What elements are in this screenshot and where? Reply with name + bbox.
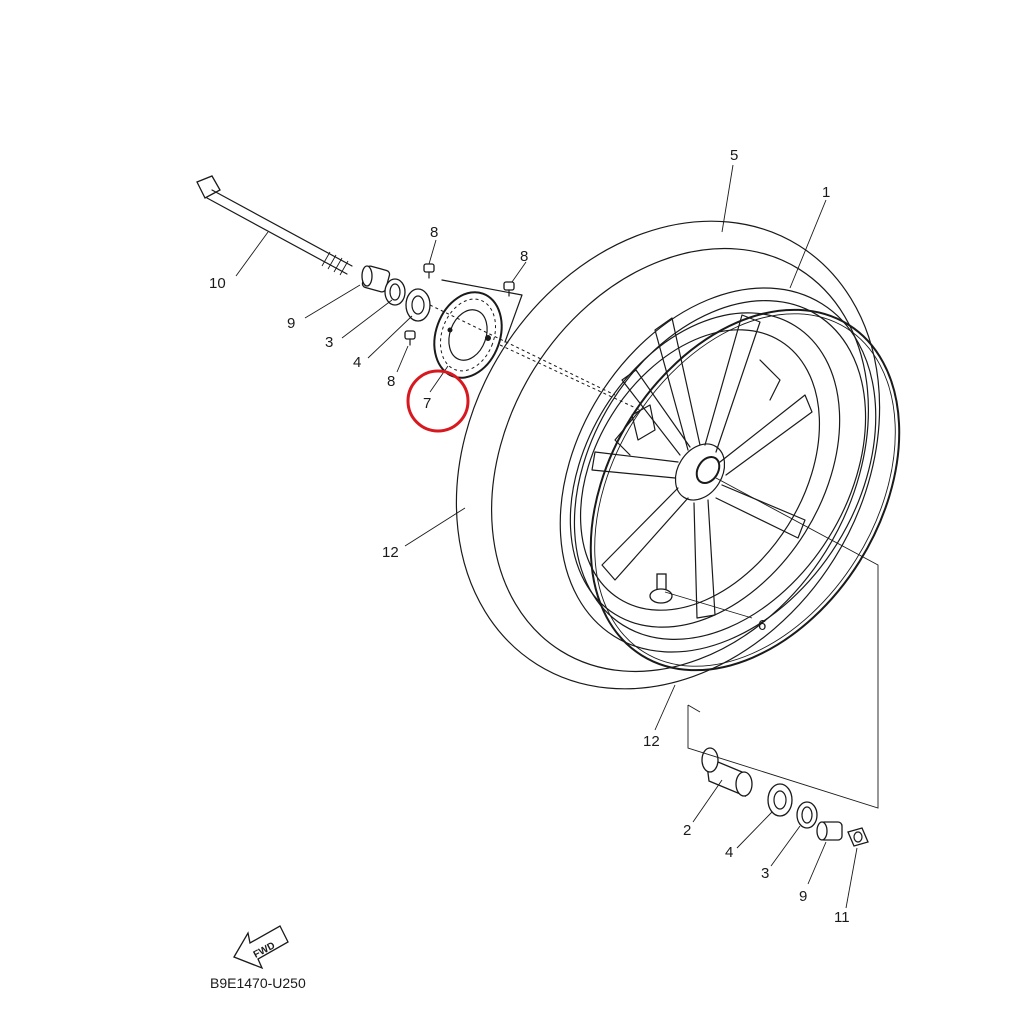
spacer[interactable] — [701, 747, 753, 798]
screw-right[interactable] — [503, 281, 515, 297]
callout-4-right: 4 — [725, 844, 733, 861]
callout-3-right: 3 — [761, 865, 769, 882]
inner-tube-ring[interactable] — [527, 253, 963, 727]
valve[interactable] — [649, 573, 673, 604]
callout-12-bottom: 12 — [643, 733, 660, 750]
callout-11: 11 — [834, 909, 850, 926]
callout-6: 6 — [758, 617, 766, 634]
bearing-left[interactable] — [405, 288, 431, 322]
collar-right[interactable] — [816, 821, 843, 841]
part-code: B9E1470-U250 — [210, 975, 306, 991]
forward-arrow-icon: FWD — [233, 925, 289, 970]
callout-8-top: 8 — [430, 224, 438, 241]
callout-10: 10 — [209, 275, 226, 292]
leader-lines — [235, 164, 858, 909]
screw-bottom[interactable] — [404, 330, 416, 346]
screw-top[interactable] — [423, 263, 435, 279]
callout-4-left: 4 — [353, 354, 361, 371]
callout-1: 1 — [822, 184, 830, 201]
callout-7: 7 — [423, 395, 431, 412]
callout-5: 5 — [730, 147, 738, 164]
callout-12-left: 12 — [382, 544, 399, 561]
wheel-rim[interactable] — [495, 230, 940, 711]
wheel-spokes — [591, 314, 813, 619]
collar-left[interactable] — [361, 265, 391, 293]
axle[interactable] — [196, 175, 353, 276]
tire[interactable] — [371, 142, 965, 769]
callout-3-left: 3 — [325, 334, 333, 351]
callout-8-right: 8 — [520, 248, 528, 265]
axle-nut[interactable] — [847, 827, 869, 847]
callout-labels: 5 1 10 9 3 4 8 8 8 7 12 6 12 2 4 3 9 11 — [209, 147, 850, 926]
assembly-lines — [429, 279, 879, 809]
highlight-circle — [406, 369, 470, 433]
bearing-right[interactable] — [767, 783, 793, 817]
callout-9-right: 9 — [799, 888, 807, 905]
callout-2: 2 — [683, 822, 691, 839]
callout-8-bottom: 8 — [387, 373, 395, 390]
oil-seal-right[interactable] — [796, 801, 818, 829]
callout-9-left: 9 — [287, 315, 295, 332]
oil-seal-left[interactable] — [384, 278, 406, 306]
